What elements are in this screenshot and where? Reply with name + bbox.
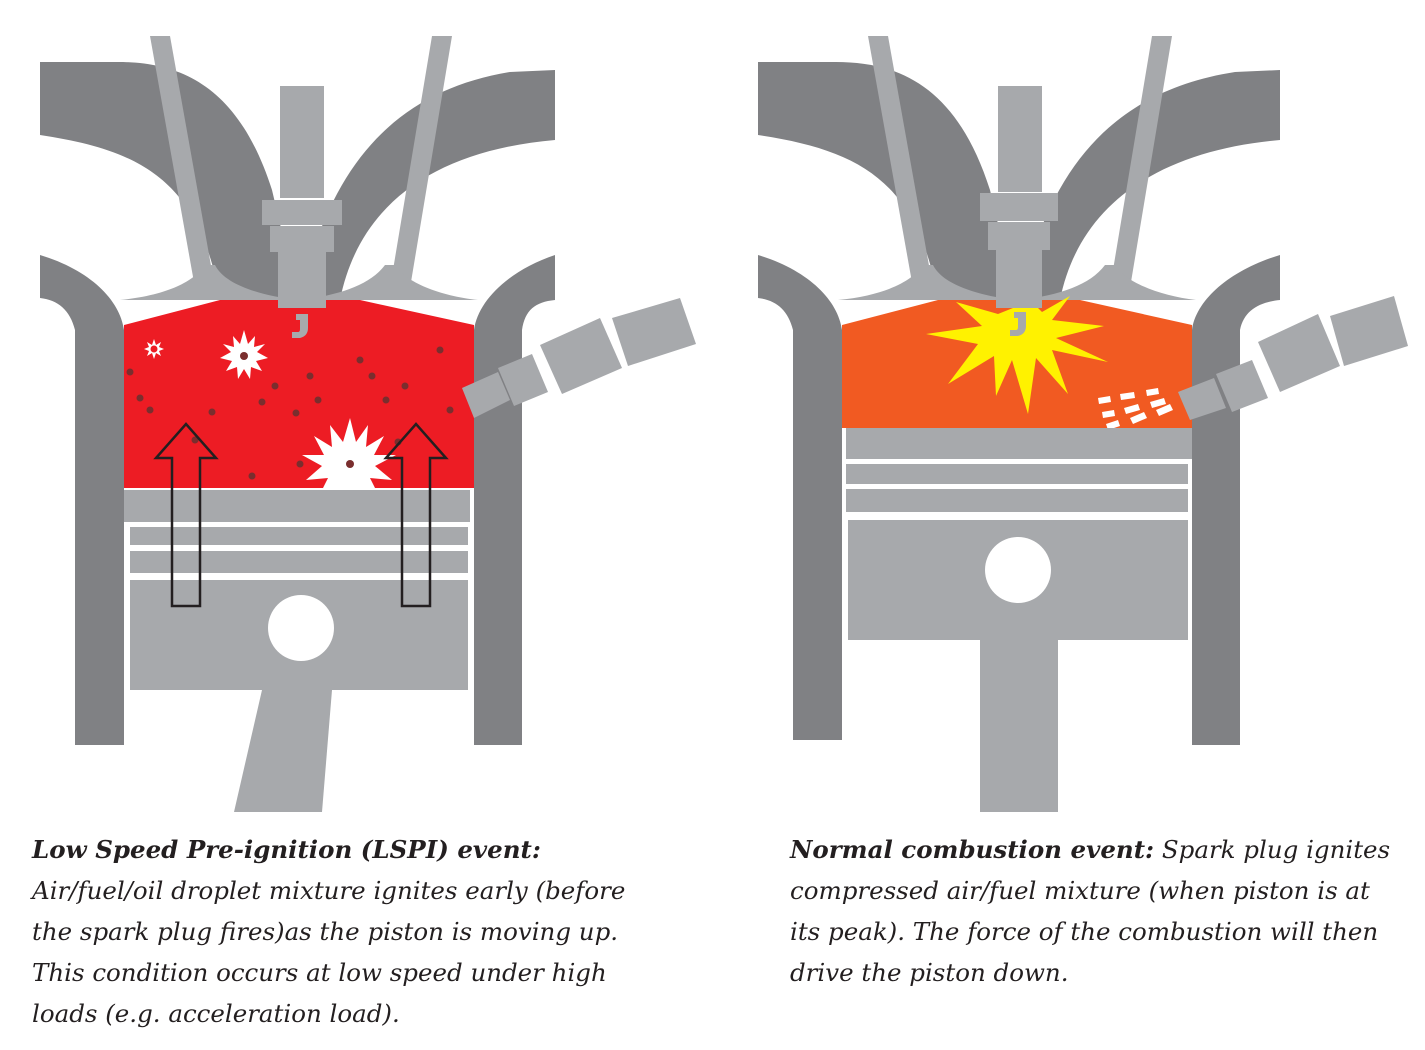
cylinder-head-left-port [40, 62, 298, 300]
cylinder-wall-right [1192, 255, 1280, 745]
lspi-connecting-rod [234, 690, 332, 812]
fuel-injector [462, 298, 696, 418]
fuel-injector [1178, 296, 1408, 420]
medium-hotspot-starburst [220, 330, 268, 379]
lspi-caption-title: Low Speed Pre-ignition (LSPI) event: [32, 835, 541, 864]
spark-flame [926, 296, 1108, 414]
spark-plug [980, 86, 1058, 336]
exhaust-valve [1020, 36, 1196, 300]
lspi-piston [124, 490, 470, 690]
oil-droplets [126, 346, 454, 480]
lspi-caption-body: Air/fuel/oil droplet mixture ignites ear… [32, 876, 626, 1028]
cylinder-wall-right [474, 255, 555, 745]
lspi-cylinder-panel [40, 36, 696, 812]
normal-caption: Normal combustion event: Spark plug igni… [790, 829, 1400, 993]
fuel-spray [1098, 388, 1173, 430]
cylinder-head-right-port [1020, 70, 1280, 300]
upward-arrow-left [153, 422, 219, 608]
exhaust-valve [300, 36, 478, 300]
large-hotspot-starburst [302, 418, 396, 490]
normal-cylinder-panel [758, 36, 1408, 812]
lspi-caption: Low Speed Pre-ignition (LSPI) event: Air… [32, 829, 642, 1034]
cylinder-wall-left [758, 255, 842, 740]
engine-cylinder-diagram [40, 36, 1408, 812]
small-hotspot-starburst [144, 339, 164, 359]
spark-plug [262, 86, 342, 338]
normal-caption-body: Spark plug ignites compressed air/fuel m… [790, 835, 1391, 987]
intake-valve [838, 36, 1014, 300]
normal-caption-title: Normal combustion event: [790, 835, 1155, 864]
intake-valve [120, 36, 296, 300]
upward-arrow-right [383, 422, 449, 608]
cylinder-head-right-port [300, 70, 555, 300]
cylinder-wall-left [40, 255, 124, 745]
lspi-combustion-chamber [124, 300, 474, 488]
cylinder-head-left-port [758, 62, 1016, 300]
normal-piston [846, 428, 1192, 640]
normal-connecting-rod [980, 640, 1058, 812]
